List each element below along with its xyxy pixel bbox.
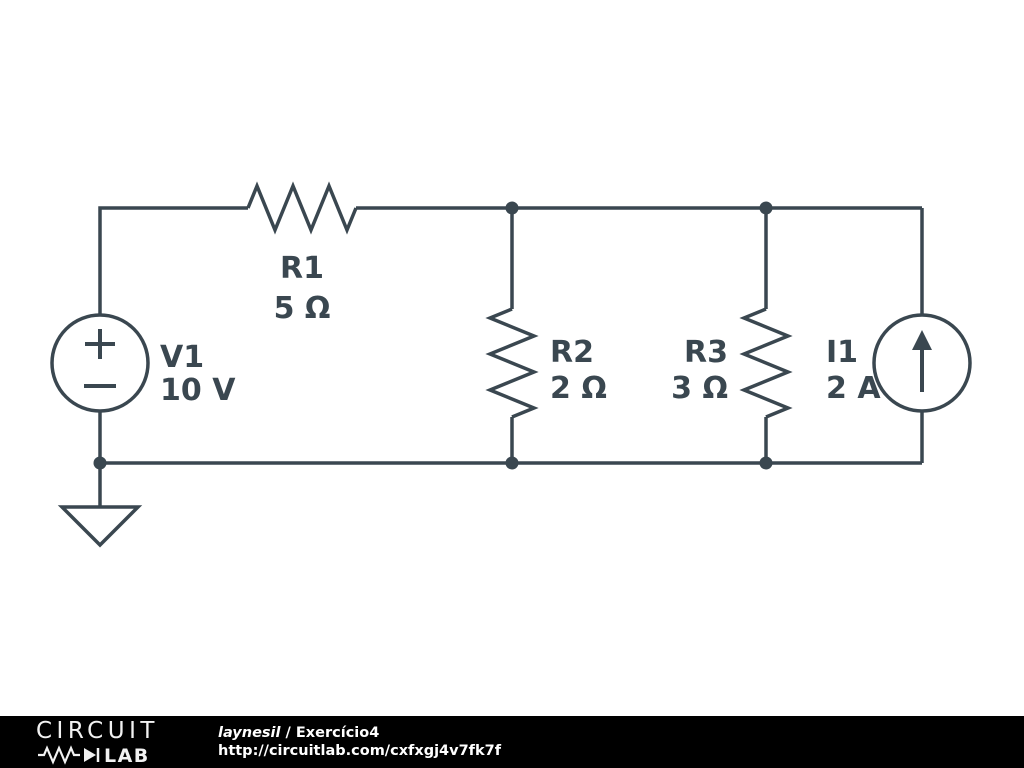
resistor-r2-name: R2 <box>550 335 594 370</box>
footer-bar: CIRCUIT LAB laynesil / Exercício4 http:/… <box>0 716 1024 768</box>
wires <box>98 206 924 465</box>
author-name[interactable]: laynesil <box>218 725 281 741</box>
attribution: laynesil / Exercício4 http://circuitlab.… <box>218 724 501 760</box>
resistor-r3-zigzag <box>739 307 793 419</box>
resistor-r2[interactable]: R2 2 Ω <box>485 307 607 419</box>
attribution-separator: / <box>280 725 296 741</box>
current-arrow-head <box>912 330 932 350</box>
junction-nodes <box>93 201 773 470</box>
resistor-r1-value: 5 Ω <box>274 291 331 326</box>
attribution-line: laynesil / Exercício4 <box>218 724 501 742</box>
resistor-r2-value: 2 Ω <box>550 371 607 406</box>
resistor-r3-value: 3 Ω <box>671 371 728 406</box>
schematic-title[interactable]: Exercício4 <box>295 725 380 741</box>
current-source-i1-value: 2 A <box>826 371 881 406</box>
node-top-r2 <box>505 201 519 215</box>
schematic-canvas[interactable]: R1 5 Ω V1 10 V R2 2 Ω R3 3 Ω <box>0 0 1024 716</box>
resistor-r1[interactable]: R1 5 Ω <box>246 181 358 326</box>
ground-symbol[interactable] <box>57 463 143 548</box>
logo-resistor-icon <box>38 745 80 765</box>
voltage-source-v1-body <box>50 313 150 413</box>
current-source-i1-body <box>872 313 972 413</box>
resistor-r1-name: R1 <box>280 251 324 286</box>
voltage-source-v1-value: 10 V <box>160 373 236 408</box>
ground-triangle <box>57 505 143 548</box>
resistor-r2-zigzag <box>485 307 539 419</box>
logo-diode-icon <box>84 748 96 762</box>
node-bottom-r2 <box>505 456 519 470</box>
brand-lab-text: LAB <box>104 745 150 765</box>
current-source-i1[interactable]: I1 2 A <box>826 313 972 413</box>
resistor-r1-zigzag <box>246 181 358 235</box>
schematic-url[interactable]: http://circuitlab.com/cxfxgj4v7fk7f <box>218 743 502 759</box>
voltage-source-v1-name: V1 <box>160 340 204 375</box>
resistor-r3-name: R3 <box>684 335 728 370</box>
node-top-r3 <box>759 201 773 215</box>
node-bottom-r3 <box>759 456 773 470</box>
brand-circuit-text: CIRCUIT <box>36 719 159 744</box>
node-bottom-v1 <box>93 456 107 470</box>
current-source-i1-name: I1 <box>826 335 858 370</box>
resistor-r3[interactable]: R3 3 Ω <box>671 307 793 419</box>
voltage-source-v1[interactable]: V1 10 V <box>50 313 236 413</box>
wire-top-left[interactable] <box>98 206 248 315</box>
circuitlab-logo[interactable]: CIRCUIT LAB <box>36 719 196 765</box>
